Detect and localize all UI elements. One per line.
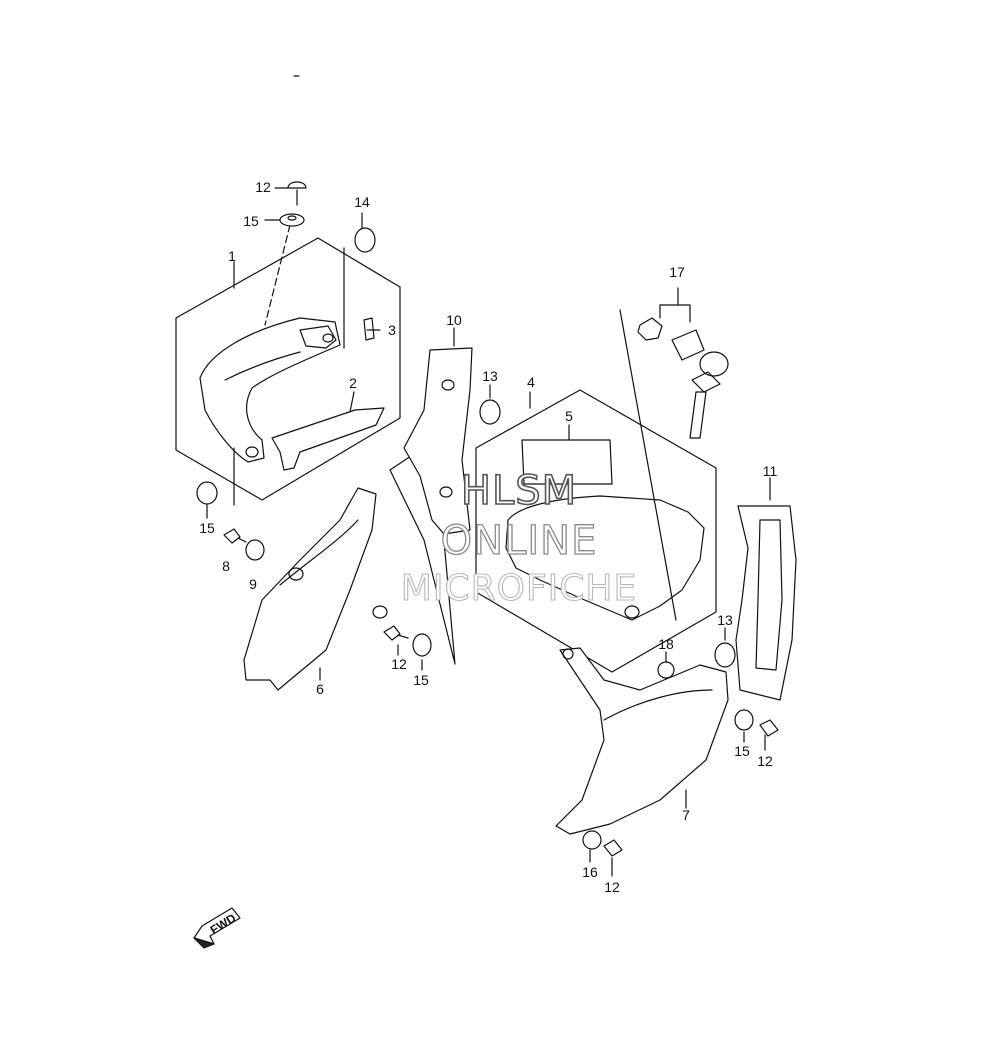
part-10-hole: [441, 379, 455, 391]
part-1-hole: [245, 446, 259, 458]
part-17-nut: [637, 317, 663, 341]
part-15-grommet-left: [196, 481, 218, 505]
leader-15-top: [264, 224, 291, 326]
part-label-5: 5: [565, 408, 573, 424]
part-label-6: 6: [316, 681, 324, 697]
part-10-hole-2: [439, 486, 453, 498]
part-7-hole: [562, 648, 574, 660]
part-label-12-top: 12: [255, 179, 271, 195]
part-13-grommet: [479, 399, 501, 425]
part-1-hole-2: [322, 333, 334, 343]
leader-17-bracket: [659, 304, 691, 323]
part-12-screw-right: [759, 719, 779, 737]
part-15-grommet-top-hole: [287, 215, 297, 221]
part-label-15-right: 15: [734, 743, 750, 759]
part-2-bracket: [271, 407, 385, 471]
part-label-4: 4: [527, 374, 535, 390]
part-label-8: 8: [222, 558, 230, 574]
part-label-10: 10: [446, 312, 462, 328]
part-7-cover: [555, 647, 729, 835]
part-label-12-bottom: 12: [604, 879, 620, 895]
part-label-7: 7: [682, 807, 690, 823]
part-11-bracket: [735, 505, 797, 701]
part-17-cylinder: [671, 329, 705, 361]
leader-2: [349, 391, 355, 413]
part-4-hole: [624, 605, 640, 619]
part-17-key-ring: [699, 351, 729, 377]
part-6-hole-2: [372, 605, 388, 619]
part-12-screw-top: [287, 181, 307, 189]
part-label-15-mid: 15: [413, 672, 429, 688]
part-6-cover: [243, 487, 377, 691]
part-10-strip: [403, 347, 473, 535]
part-15-grommet-mid: [412, 633, 432, 657]
part-17-key: [689, 371, 721, 439]
part-8-shaft: [237, 537, 247, 543]
part-label-2: 2: [349, 375, 357, 391]
part-label-1: 1: [228, 248, 236, 264]
part-label-13-right: 13: [717, 612, 733, 628]
part-13-grommet-right: [714, 642, 736, 668]
part-label-13: 13: [482, 368, 498, 384]
part-12-screw-bottom: [603, 839, 623, 857]
part-6-hole: [288, 567, 304, 581]
part-15-grommet-right: [734, 709, 754, 731]
part-label-12-mid: 12: [391, 656, 407, 672]
part-12-screw-mid: [383, 625, 401, 641]
part-18-grommet: [657, 661, 675, 679]
group-outline-4: [475, 389, 717, 673]
part-1-cover: [199, 317, 341, 463]
part-label-17: 17: [669, 264, 685, 280]
fwd-arrow-icon: [193, 907, 241, 949]
part-label-9: 9: [249, 576, 257, 592]
part-7-ridge: [603, 689, 713, 721]
part-label-11: 11: [762, 463, 778, 479]
watermark-line-3: MICROFICHE: [400, 568, 638, 609]
part-12-mid-shaft: [397, 634, 409, 639]
part-4-cover: [505, 495, 705, 621]
part-9-grommet: [245, 539, 265, 561]
part-5-plate: [521, 439, 613, 485]
part-label-3: 3: [388, 322, 396, 338]
watermark-line-2: ONLINE: [440, 518, 598, 564]
part-label-18: 18: [658, 636, 674, 652]
part-11-slot: [755, 519, 783, 671]
part-16-grommet: [582, 830, 602, 850]
watermark-line-1: HLSM: [460, 468, 578, 514]
part-3-pin: [363, 317, 375, 341]
part-label-12-right: 12: [757, 753, 773, 769]
part-1-edge: [224, 351, 301, 381]
part-8-screw: [223, 528, 241, 544]
part-label-14: 14: [354, 194, 370, 210]
part-label-15-left: 15: [199, 520, 215, 536]
group-outline-1: [175, 237, 401, 501]
part-14-grommet: [354, 227, 376, 253]
part-label-16: 16: [582, 864, 598, 880]
part-label-15-top: 15: [243, 213, 259, 229]
leader-17-long: [619, 309, 677, 621]
